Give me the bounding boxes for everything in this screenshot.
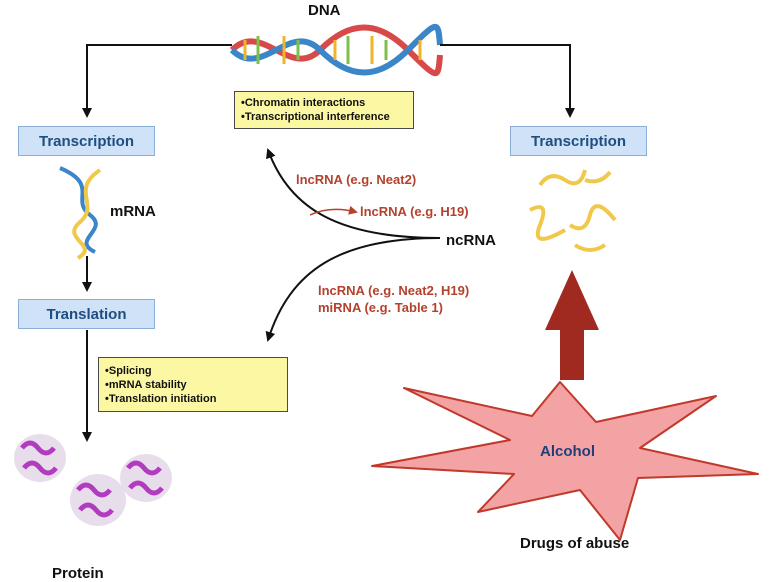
post-transcription-note-box: •Splicing •mRNA stability •Translation i… — [98, 357, 288, 412]
note-item: •Translation initiation — [105, 393, 217, 405]
mrna-strand-icon — [59, 166, 102, 260]
mrna-label: mRNA — [110, 203, 156, 220]
induction-arrow — [545, 270, 599, 380]
drugs-of-abuse-label: Drugs of abuse — [520, 535, 630, 552]
ncrna-lower-arrow — [265, 237, 441, 342]
protein-icon — [14, 434, 172, 526]
mirna-label: miRNA (e.g. Table 1) — [318, 300, 443, 315]
protein-label: Protein — [52, 565, 104, 582]
lncrna-h19-label: lncRNA (e.g. H19) — [360, 204, 469, 219]
translation-box: Translation — [18, 299, 155, 329]
ncrna-h19-arrow — [309, 205, 358, 216]
note-item: •Splicing — [105, 365, 152, 377]
alcohol-star — [371, 381, 759, 541]
note-item: •Transcriptional interference — [241, 111, 390, 123]
dna-helix-icon — [229, 23, 443, 77]
ncrna-label: ncRNA — [446, 232, 497, 249]
lncrna-neat2-label: lncRNA (e.g. Neat2) — [296, 172, 417, 187]
note-item: •mRNA stability — [105, 379, 187, 391]
dna-to-right-arrow — [440, 44, 575, 118]
rna-fragments-icon — [529, 169, 617, 252]
transcription-box-right: Transcription — [510, 126, 647, 156]
chromatin-note-box: •Chromatin interactions •Transcriptional… — [234, 91, 414, 129]
transcription-box-left: Transcription — [18, 126, 155, 156]
alcohol-label: Alcohol — [540, 443, 595, 460]
ncrna-upper-arrow — [266, 148, 441, 239]
note-item: •Chromatin interactions — [241, 97, 366, 109]
lncrna-neat2-h19-label: lncRNA (e.g. Neat2, H19) — [318, 283, 470, 298]
dna-to-left-arrow — [82, 44, 232, 118]
dna-title: DNA — [308, 2, 341, 19]
